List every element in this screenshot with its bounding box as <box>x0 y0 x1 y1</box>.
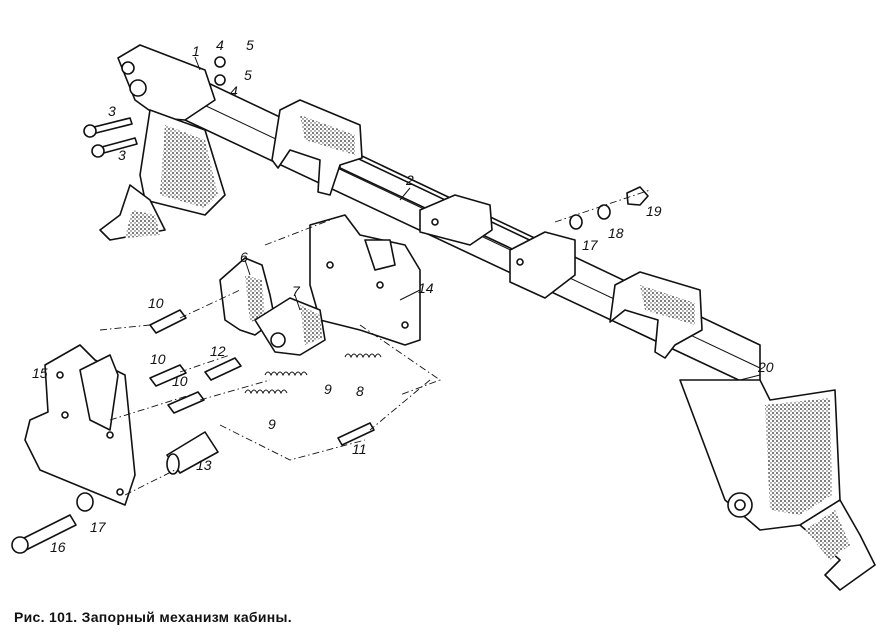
figure-caption: Рис. 101. Запорный механизм кабины. <box>14 609 292 625</box>
beam-plates <box>419 194 576 299</box>
callout-3b: 3 <box>118 147 126 163</box>
callout-17a: 17 <box>90 519 107 535</box>
callout-labels: 1 2 3 3 4 4 5 5 6 7 8 9 9 10 10 10 11 12… <box>32 37 774 555</box>
plate-15 <box>24 344 136 506</box>
callout-16: 16 <box>50 539 66 555</box>
callout-12: 12 <box>210 343 226 359</box>
callout-2: 2 <box>405 172 414 188</box>
beam-pad-right <box>609 271 703 359</box>
callout-20: 20 <box>757 359 774 375</box>
callout-6: 6 <box>240 249 248 265</box>
callout-18: 18 <box>608 225 624 241</box>
callout-17b: 17 <box>582 237 599 253</box>
callout-1: 1 <box>192 43 200 59</box>
left-bracket <box>99 44 226 241</box>
callout-5a: 5 <box>246 37 254 53</box>
bracket-14 <box>309 214 421 346</box>
fasteners <box>11 56 649 554</box>
callout-9a: 9 <box>324 381 332 397</box>
right-leg <box>679 379 876 591</box>
assembly-lines <box>99 189 651 496</box>
callout-10b: 10 <box>150 351 166 367</box>
callout-13: 13 <box>196 457 212 473</box>
callout-8: 8 <box>356 383 364 399</box>
callout-14: 14 <box>418 280 434 296</box>
callout-7: 7 <box>292 283 301 299</box>
callout-3a: 3 <box>108 103 116 119</box>
callout-9b: 9 <box>268 416 276 432</box>
latch-7 <box>254 297 326 356</box>
callout-5b: 5 <box>244 67 252 83</box>
leader-lines <box>194 56 761 381</box>
pins <box>149 309 375 475</box>
callout-15: 15 <box>32 365 48 381</box>
callout-10c: 10 <box>172 373 188 389</box>
springs <box>244 353 382 395</box>
callout-10a: 10 <box>148 295 164 311</box>
callout-4a: 4 <box>216 37 224 53</box>
callout-11: 11 <box>352 441 367 457</box>
callout-4b: 4 <box>230 83 238 99</box>
callout-19: 19 <box>646 203 662 219</box>
beam-pad-left <box>271 99 363 196</box>
